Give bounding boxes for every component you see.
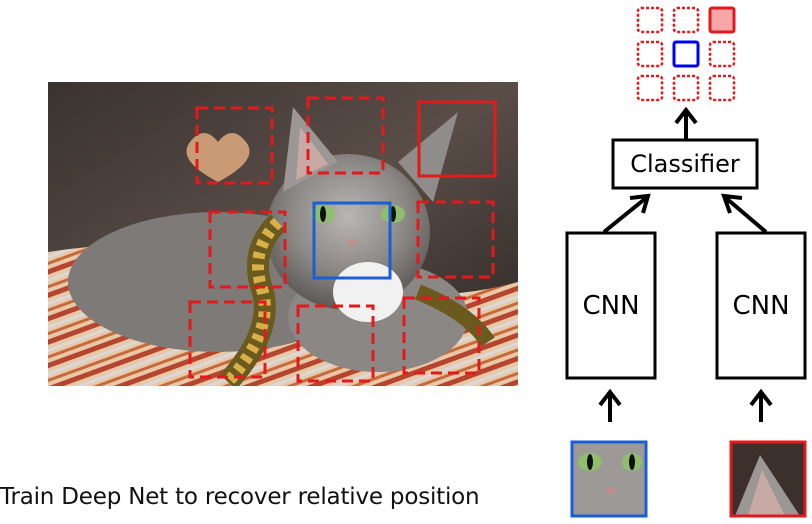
arrow-up-icon — [598, 388, 622, 422]
dashed-patch — [195, 106, 274, 185]
input-patch-query — [729, 440, 807, 518]
cnn-left-label: CNN — [582, 291, 639, 321]
arrow-up-icon — [749, 388, 773, 422]
grid-cell — [708, 40, 736, 68]
dashed-patch — [296, 304, 375, 383]
dashed-patch — [402, 296, 481, 375]
kitten-photo — [48, 82, 518, 386]
cnn-box-right — [715, 231, 807, 380]
dashed-patch — [306, 96, 385, 175]
arrow-diagonal-icon — [602, 193, 651, 234]
caption: Train Deep Net to recover relative posit… — [0, 484, 480, 510]
dashed-patch — [208, 210, 287, 289]
grid-cell — [672, 74, 700, 102]
dashed-patch — [416, 200, 495, 279]
grid-cell — [636, 6, 664, 34]
input-patch-center — [570, 440, 648, 518]
arrow-up-icon — [674, 106, 698, 140]
query-patch — [417, 100, 497, 178]
classifier-label: Classifier — [630, 150, 740, 178]
grid-cell — [672, 6, 700, 34]
arrow-diagonal-icon — [721, 193, 768, 234]
grid-cell — [636, 74, 664, 102]
center-patch — [312, 201, 392, 280]
grid-cell-selected — [708, 6, 736, 34]
kitten-photo-svg — [48, 82, 518, 386]
grid-cell — [708, 74, 736, 102]
cnn-box-left — [565, 231, 657, 380]
position-grid — [636, 6, 736, 102]
grid-cell-center — [672, 40, 700, 68]
grid-cell — [636, 40, 664, 68]
classifier-box — [611, 138, 759, 190]
dashed-patch — [188, 300, 267, 379]
cnn-right-label: CNN — [732, 291, 789, 321]
